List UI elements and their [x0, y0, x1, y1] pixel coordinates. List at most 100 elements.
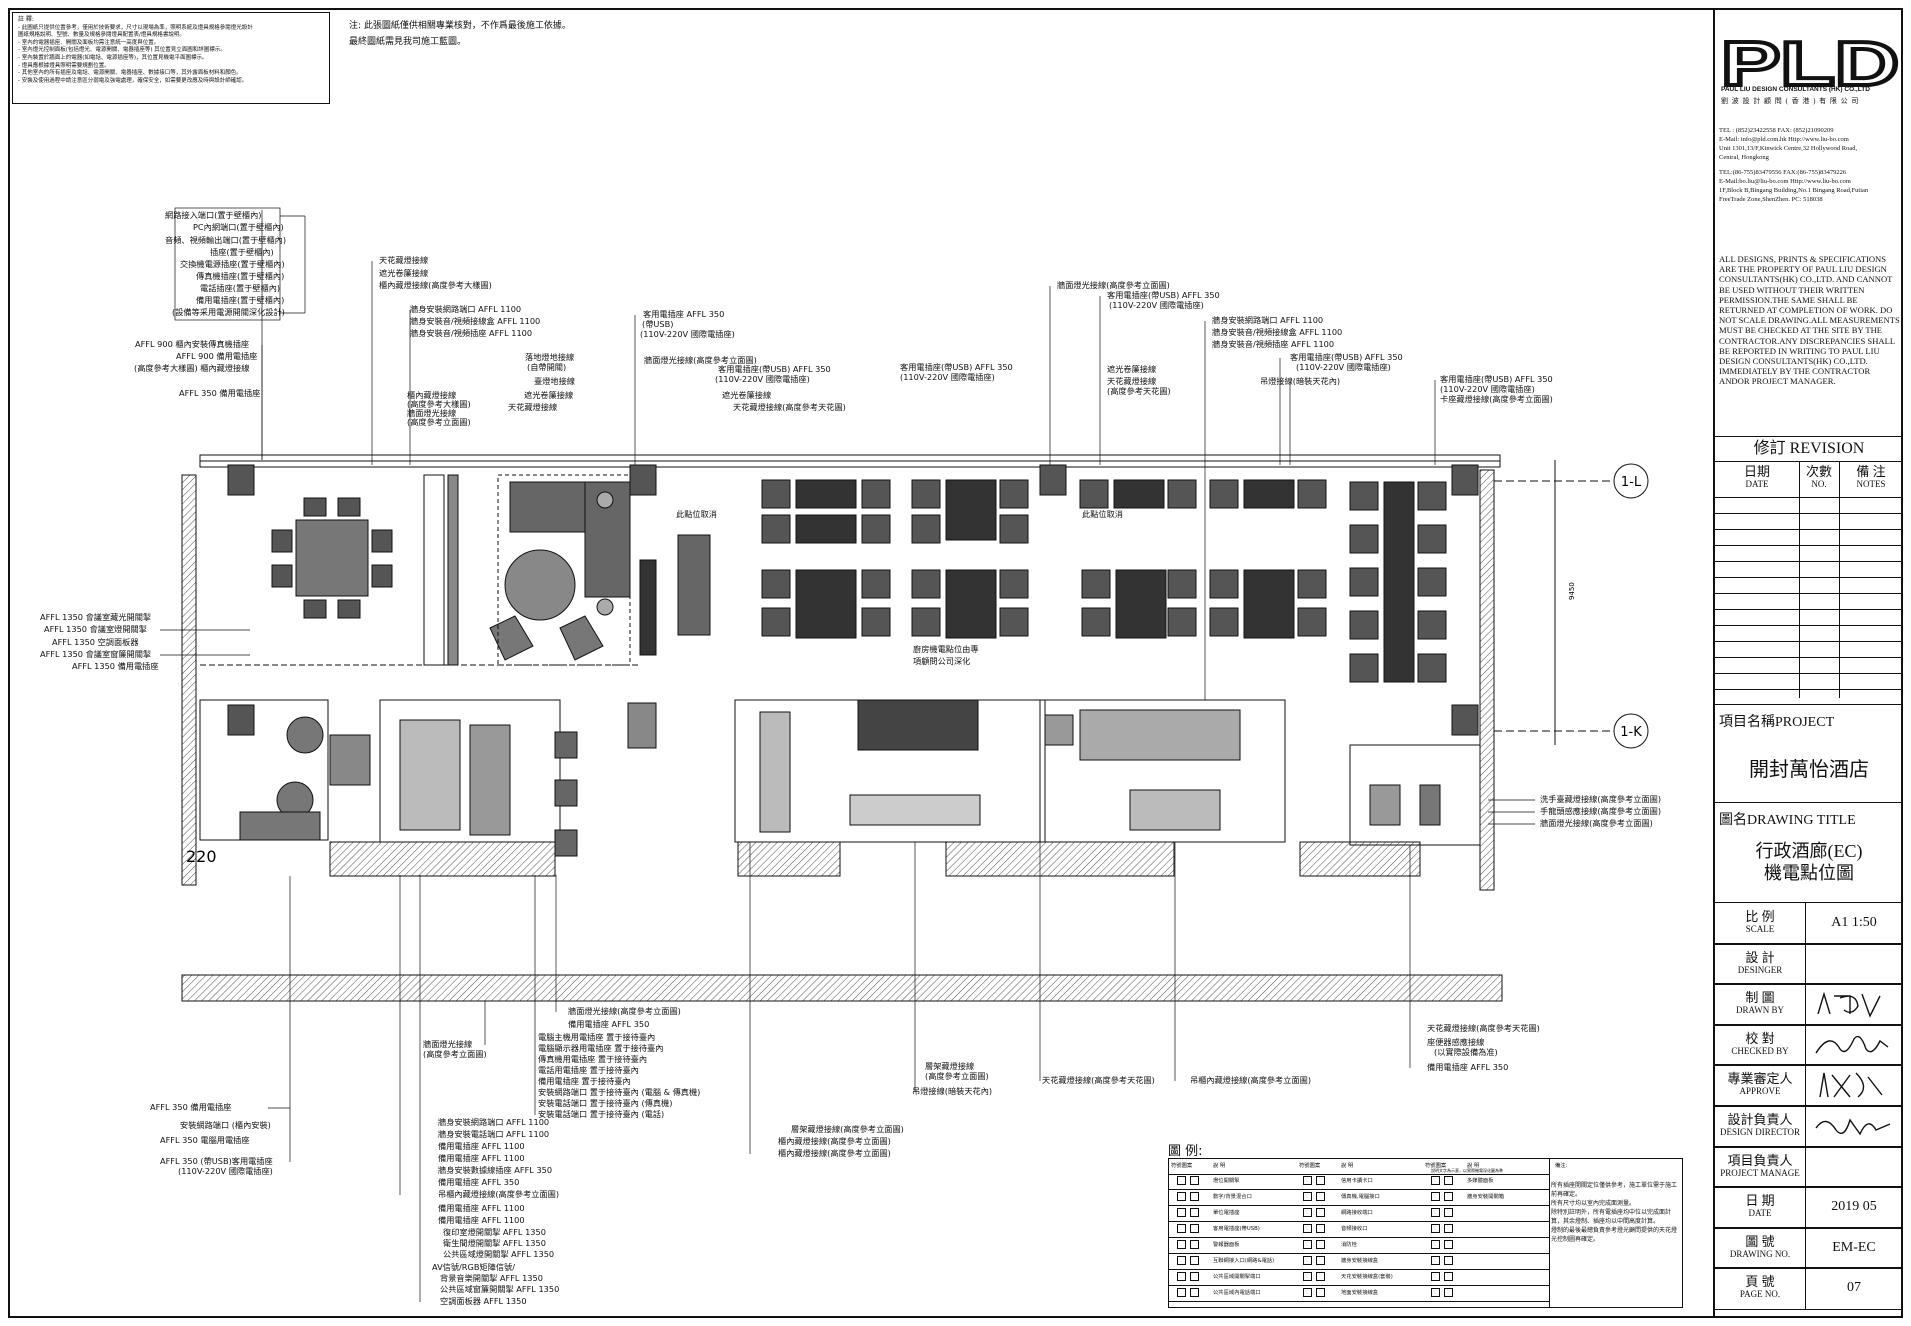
pld-logo-icon: PLD	[1721, 30, 1901, 96]
plan-annotation: 牆身安裝音/視頻接線盒 AFFL 1100	[410, 316, 541, 326]
contact-line: TEL:(86-755)83479556 FAX:(86-755)8347922…	[1719, 169, 1847, 176]
plan-annotation: 廚房機電點位由專	[913, 644, 979, 654]
legend-symbol-icon	[1177, 1192, 1186, 1201]
legend-description: 警報器面板	[1213, 1242, 1240, 1248]
titleblock-label-cn: 比 例	[1745, 909, 1775, 924]
titleblock-value: 07	[1847, 1280, 1861, 1296]
titleblock-label-en: DESIGN DIRECTOR	[1719, 1127, 1801, 1137]
plan-annotation: 空調面板器 AFFL 1350	[440, 1296, 527, 1306]
plan-annotation: 牆面燈光接線	[407, 408, 457, 418]
plan-annotation: 櫃內藏燈接線(高度參考大樣圖)	[379, 280, 492, 290]
legend-symbol-icon	[1190, 1272, 1199, 1281]
legend-table: 符號圖案 說 明 符號圖案 說 明 符號圖案 說 明 備注: 燈位開關掣信用卡讀…	[1168, 1158, 1683, 1308]
legend-col3-note: 說明文字為示意，以實際機電深化圖為準	[1431, 1168, 1503, 1173]
legend-symbol-icon	[1177, 1208, 1186, 1217]
contact-line: 1F,Block B,Bingang Building,No.1 Bingang…	[1719, 187, 1869, 194]
legend-remark: 所有尺寸均以室內完成面測量。	[1551, 1200, 1636, 1207]
plan-annotation: 卡座藏燈接線(高度參考立面圖)	[1440, 394, 1553, 404]
titleblock-label-en: CHECKED BY	[1731, 1045, 1789, 1056]
plan-annotation: AFFL 1350 會議室燈開關掣	[44, 624, 147, 634]
titleblock-label-cn: 設 計	[1745, 949, 1775, 965]
legend-description: 燈位開關掣	[1213, 1178, 1240, 1184]
drawing-title-label: 圖名DRAWING TITLE	[1719, 813, 1856, 828]
plan-annotation: (110V-220V 國際電插座)	[900, 372, 995, 382]
notes-line: 圖紙規格說明、型號、數量及規格參閱燈具配置表/燈具規格書說明。	[18, 32, 185, 39]
plan-annotation: 客用電插座(帶USB) AFFL 350	[1290, 352, 1403, 362]
plan-annotation: 安裝電話端口 置于接待臺內 (傳真機)	[538, 1098, 673, 1108]
plan-annotation: 天花藏燈接線(高度參考天花圖)	[1427, 1023, 1540, 1033]
legend-symbol-icon	[1303, 1192, 1312, 1201]
legend-symbol-icon	[1177, 1240, 1186, 1249]
drawing-title-2: 機電點位圖	[1764, 863, 1854, 883]
plan-annotation: (以實際設備為准)	[1434, 1047, 1498, 1057]
plan-annotation: (高度參考立面圖)	[423, 1049, 487, 1059]
legend-row: 數字/背景混合口傳真機,電腦接口牆身安裝開關箱	[1169, 1190, 1549, 1206]
legend-description: 天花安裝接線盒(套裝)	[1341, 1274, 1393, 1280]
legend-symbol-icon	[1316, 1272, 1325, 1281]
plan-annotation: 洗手臺藏燈接線(高度參考立面圖)	[1540, 794, 1662, 804]
firm-name-cn: 劉 波 設 計 顧 問 ( 香 港 ) 有 限 公 司	[1721, 97, 1860, 105]
legend-description: 牆身安裝開關箱	[1467, 1194, 1505, 1200]
plan-annotation: 背景音樂開關掣 AFFL 1350	[440, 1273, 543, 1283]
legend-description: 地面安裝接線盒	[1341, 1290, 1379, 1296]
plan-annotation: 插座(置于壁櫃內)	[210, 247, 274, 257]
plan-annotation: 吊燈接線(暗裝天花內)	[912, 1086, 993, 1096]
plan-annotation: 電話用電插座 置于接待臺內	[538, 1065, 639, 1075]
plan-annotation: 公共區域窗簾開關掣 AFFL 1350	[440, 1284, 560, 1294]
titleblock-label-en: DATE	[1748, 1208, 1772, 1219]
signature-icon	[1815, 1118, 1891, 1136]
firm-name-en: PAUL LIU DESIGN CONSULTANTS (HK) CO.,LTD	[1721, 86, 1870, 93]
plan-annotation: PC內網端口(置于壁櫃內)	[193, 222, 284, 232]
legend-symbol-icon	[1431, 1192, 1440, 1201]
titleblock-label-en: DESINGER	[1737, 964, 1783, 975]
plan-annotation: 音頻、視頻輸出端口(置于壁櫃內)	[165, 235, 287, 245]
legend-symbol-icon	[1303, 1208, 1312, 1217]
legend-description: 信用卡讀卡口	[1341, 1178, 1373, 1184]
legend-description: 單位電插座	[1213, 1210, 1240, 1216]
titleblock-label-en: SCALE	[1745, 924, 1775, 934]
legend-description: 客用電插座(帶USB)	[1213, 1226, 1260, 1232]
legend-symbol-icon	[1190, 1288, 1199, 1297]
legend-symbol-icon	[1444, 1224, 1453, 1233]
legend-symbol-icon	[1190, 1256, 1199, 1265]
plan-annotation: AFFL 1350 空調面板器	[52, 637, 139, 647]
plan-annotation: 座便器感應接線	[1427, 1037, 1485, 1047]
plan-annotation: AFFL 1350 會議室藏光開關掣	[40, 612, 152, 622]
legend-description: 公共區域開關掣端口	[1213, 1274, 1261, 1280]
project-box: 項目名稱PROJECT 開封萬怡酒店	[1715, 704, 1903, 803]
legend-header: 說 明	[1467, 1163, 1480, 1169]
contact-line: FreeTrade Zone,ShenZhen. PC: 518038	[1719, 196, 1823, 203]
plan-annotation: 電腦顯示器用電插座 置于接待臺內	[538, 1043, 664, 1053]
titleblock-label-cn: 頁 號	[1745, 1274, 1775, 1290]
legend-symbol-icon	[1316, 1176, 1325, 1185]
legend-description: 公共區域內電話端口	[1213, 1290, 1261, 1296]
plan-annotation: (110V-220V 國際電插座)	[715, 374, 810, 384]
plan-annotation: 吊燈接線(暗裝天花內)	[1260, 376, 1341, 386]
legend-row: 燈位開關掣信用卡讀卡口多媒體面板	[1169, 1174, 1549, 1190]
legend-symbol-icon	[1190, 1208, 1199, 1217]
plan-annotation: 項顧問公司深化	[913, 656, 971, 666]
titleblock-label-en: PROJECT MANAGE	[1720, 1167, 1800, 1178]
legend-symbol-icon	[1444, 1272, 1453, 1281]
legend-symbol-icon	[1444, 1176, 1453, 1185]
rev-date-cn: 日期	[1743, 464, 1770, 479]
legend-symbol-icon	[1444, 1208, 1453, 1217]
plan-annotation: 此點位取消	[1082, 509, 1123, 519]
legend-symbol-icon	[1431, 1208, 1440, 1217]
plan-annotation: 備用電插座 AFFL 1100	[438, 1141, 525, 1151]
legend-header: 備注:	[1555, 1163, 1568, 1169]
legend-symbol-icon	[1177, 1288, 1186, 1297]
plan-annotation: AFFL 1350 會議室窗簾開關掣	[40, 649, 152, 659]
plan-annotation: 牆身安裝網路端口 AFFL 1100	[1212, 315, 1324, 325]
legend-symbol-icon	[1431, 1176, 1440, 1185]
titleblock-value: EM-EC	[1832, 1239, 1876, 1255]
plan-annotation: 櫃內藏燈接線(高度參考立面圖)	[778, 1136, 891, 1146]
legend-description: 消防栓	[1341, 1242, 1357, 1248]
plan-annotation: 公共區域燈開關掣 AFFL 1350	[443, 1249, 555, 1259]
